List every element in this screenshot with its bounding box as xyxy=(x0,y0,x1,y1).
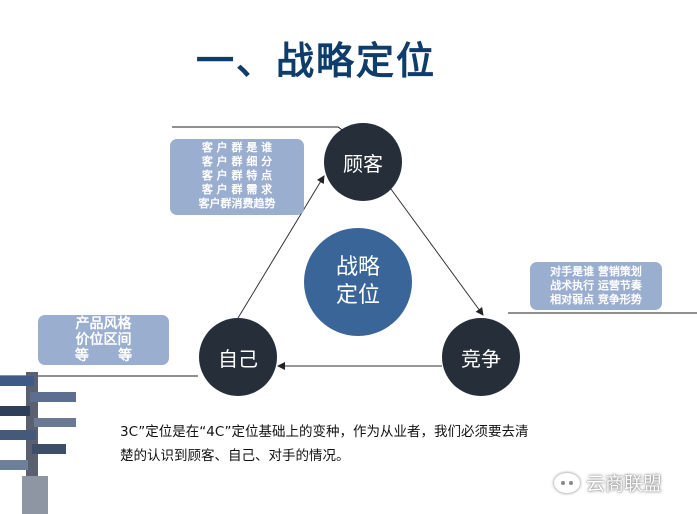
watermark-text: 云商联盟 xyxy=(586,473,663,495)
customer-info-line: 客 户 群 特 点 xyxy=(201,169,273,182)
node-customer: 顾客 xyxy=(324,123,402,201)
arrow-customer-to-competition xyxy=(387,184,484,316)
node-self-label: 自己 xyxy=(218,346,258,371)
self-info-line: 等 等 xyxy=(74,348,133,364)
node-self: 自己 xyxy=(199,318,277,396)
customer-info-box: 客 户 群 是 谁 客 户 群 细 分 客 户 群 特 点 客 户 群 需 求 … xyxy=(170,139,304,215)
caption-text: 3C”定位是在“4C”定位基础上的变种，作为从业者，我们必须要去清 楚的认识到顾… xyxy=(120,420,529,468)
customer-info-line: 客 户 群 细 分 xyxy=(201,155,273,168)
node-strategy-center: 战略 定位 xyxy=(304,228,412,336)
caption-line2: 楚的认识到顾客、自己、对手的情况。 xyxy=(120,448,350,464)
customer-info-line: 客户群消费趋势 xyxy=(198,197,276,210)
center-label-line1: 战略 xyxy=(335,255,380,280)
self-info-line: 产品风格 xyxy=(75,316,132,332)
self-info-box: 产品风格 价位区间 等 等 xyxy=(38,315,169,365)
competitor-info-box: 对手是谁 营销策划 战术执行 运营节奏 相对弱点 竞争形势 xyxy=(530,262,662,310)
caption-line1: 3C”定位是在“4C”定位基础上的变种，作为从业者，我们必须要去清 xyxy=(120,424,529,440)
signpost-image xyxy=(0,372,76,514)
competitor-info-line: 相对弱点 竞争形势 xyxy=(550,293,642,306)
customer-info-line: 客 户 群 需 求 xyxy=(201,183,273,196)
node-competition-label: 竞争 xyxy=(461,346,501,371)
self-info-line: 价位区间 xyxy=(75,332,132,348)
page-title: 一、战略定位 xyxy=(196,39,437,83)
node-competition: 竞争 xyxy=(442,318,520,396)
wechat-icon xyxy=(554,472,580,493)
competitor-info-line: 战术执行 运营节奏 xyxy=(550,279,642,292)
node-customer-label: 顾客 xyxy=(343,151,383,176)
callout-line-customer xyxy=(172,126,349,135)
watermark: 云商联盟 xyxy=(554,469,662,496)
customer-info-line: 客 户 群 是 谁 xyxy=(201,141,273,154)
center-label-line2: 定位 xyxy=(335,283,380,308)
arrow-self-to-customer xyxy=(237,175,325,319)
competitor-info-line: 对手是谁 营销策划 xyxy=(550,265,642,278)
